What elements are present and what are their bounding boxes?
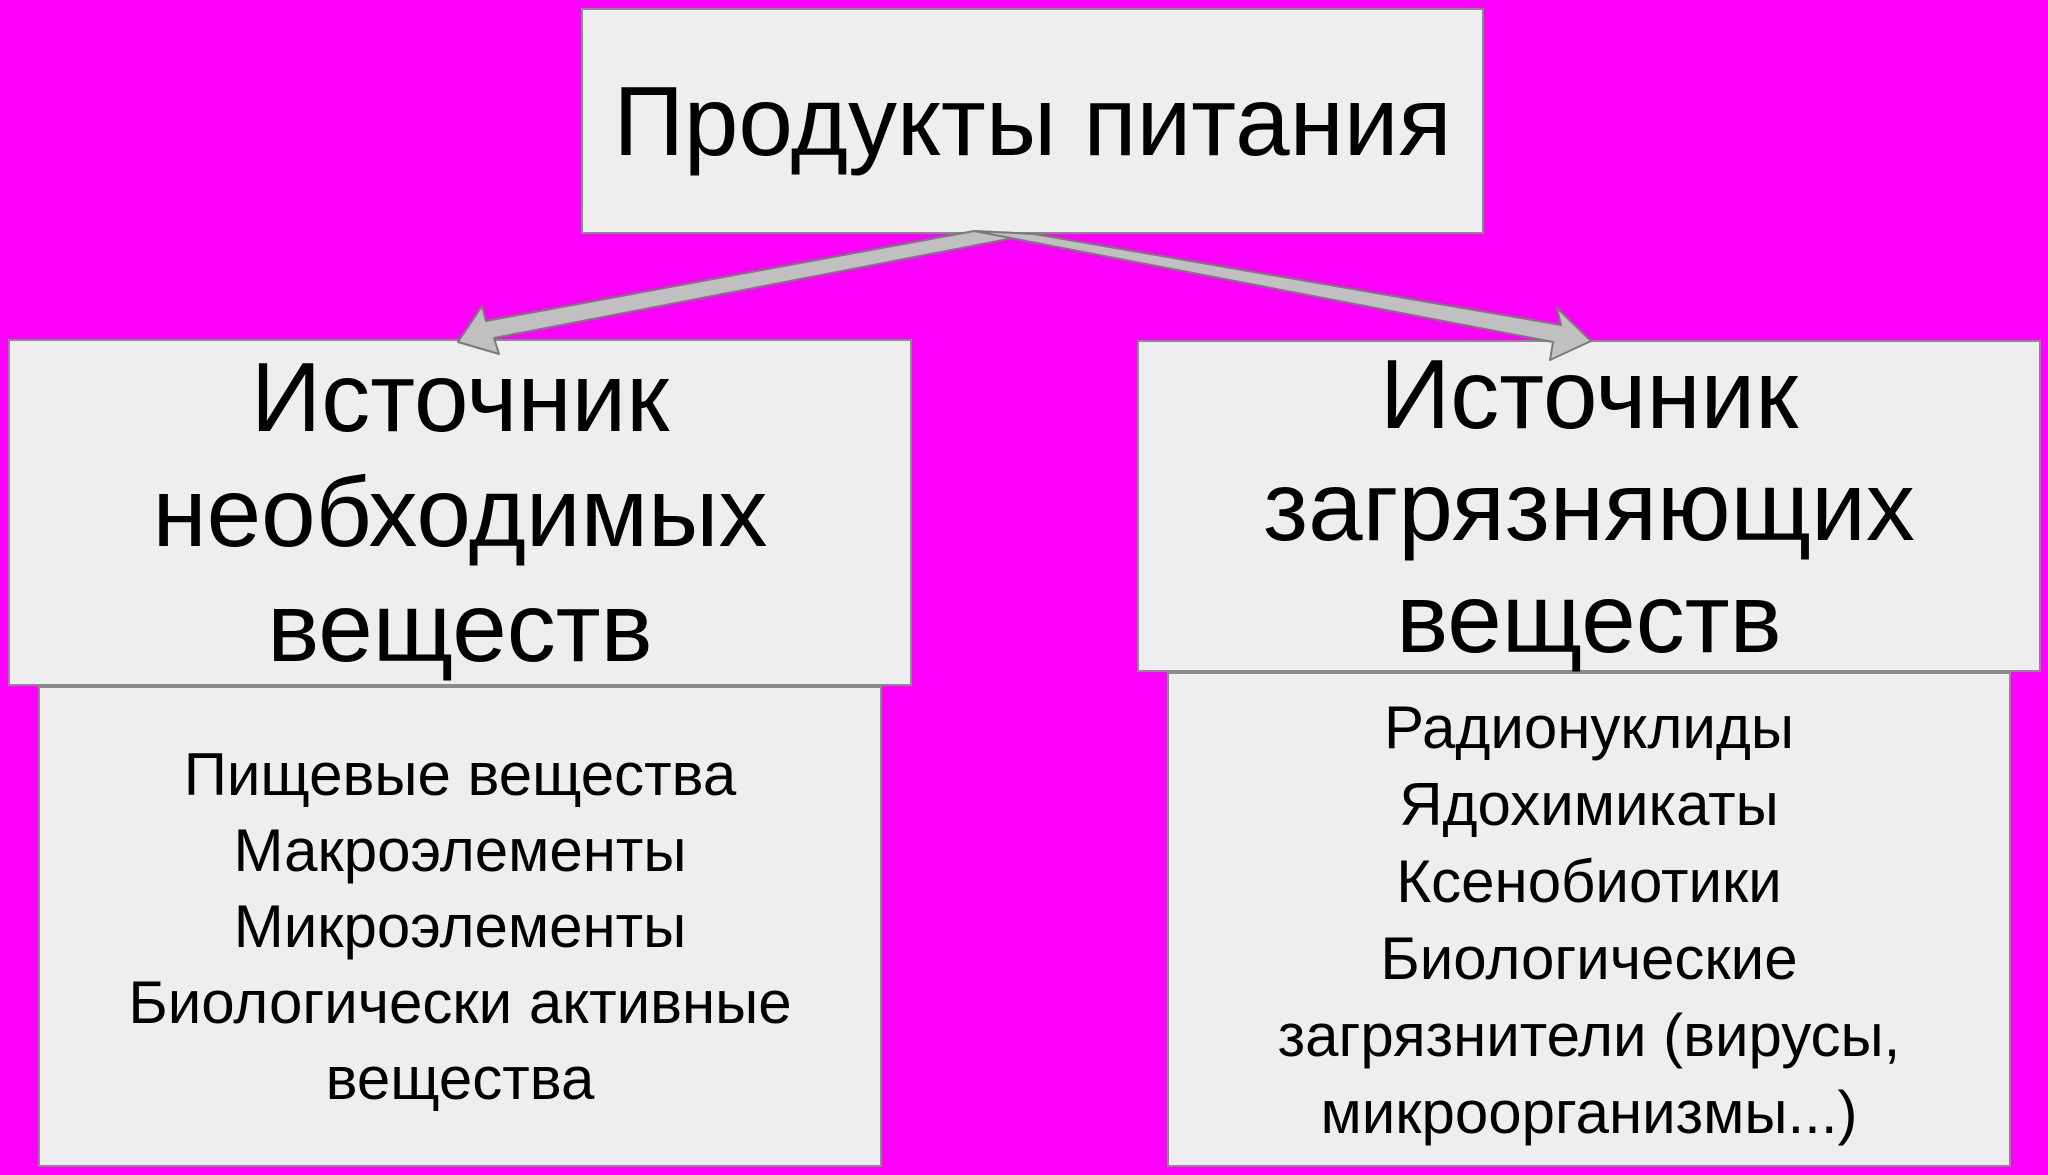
right-category-box: Источник загрязняющих веществ: [1137, 339, 2041, 673]
right-list-item: Ксенобиотики: [1396, 847, 1782, 915]
left-list-item: Макроэлементы: [233, 816, 687, 884]
right-list-item: Биологические: [1380, 924, 1798, 992]
left-category-box: Источник необходимых веществ: [8, 339, 912, 686]
right-category-title-line: Источник: [1379, 339, 1799, 449]
left-category-title-line: Источник: [250, 342, 670, 452]
right-category-title-line: веществ: [1396, 563, 1782, 673]
left-category-title-line: необходимых: [152, 457, 768, 567]
right-category-title-line: загрязняющих: [1263, 451, 1915, 561]
left-list-item: Пищевые вещества: [183, 740, 737, 808]
right-list-item: Ядохимикаты: [1399, 770, 1779, 838]
right-list-item: загрязнители (вирусы,: [1277, 1001, 1901, 1069]
left-category-title-line: веществ: [267, 572, 653, 682]
right-list-item: микроорганизмы...): [1320, 1078, 1858, 1146]
right-items-box: Радионуклиды Ядохимикаты Ксенобиотики Би…: [1167, 672, 2011, 1167]
right-list-item: Радионуклиды: [1383, 693, 1794, 761]
root-node-box: Продукты питания: [581, 8, 1484, 234]
left-list-item: Микроэлементы: [233, 892, 687, 960]
left-items-box: Пищевые вещества Макроэлементы Микроэлем…: [38, 686, 882, 1167]
left-arrow: [457, 230, 1035, 355]
left-list-item: Биологически активные: [128, 968, 792, 1036]
root-node-title: Продукты питания: [613, 66, 1452, 176]
left-list-item: вещества: [325, 1044, 595, 1112]
